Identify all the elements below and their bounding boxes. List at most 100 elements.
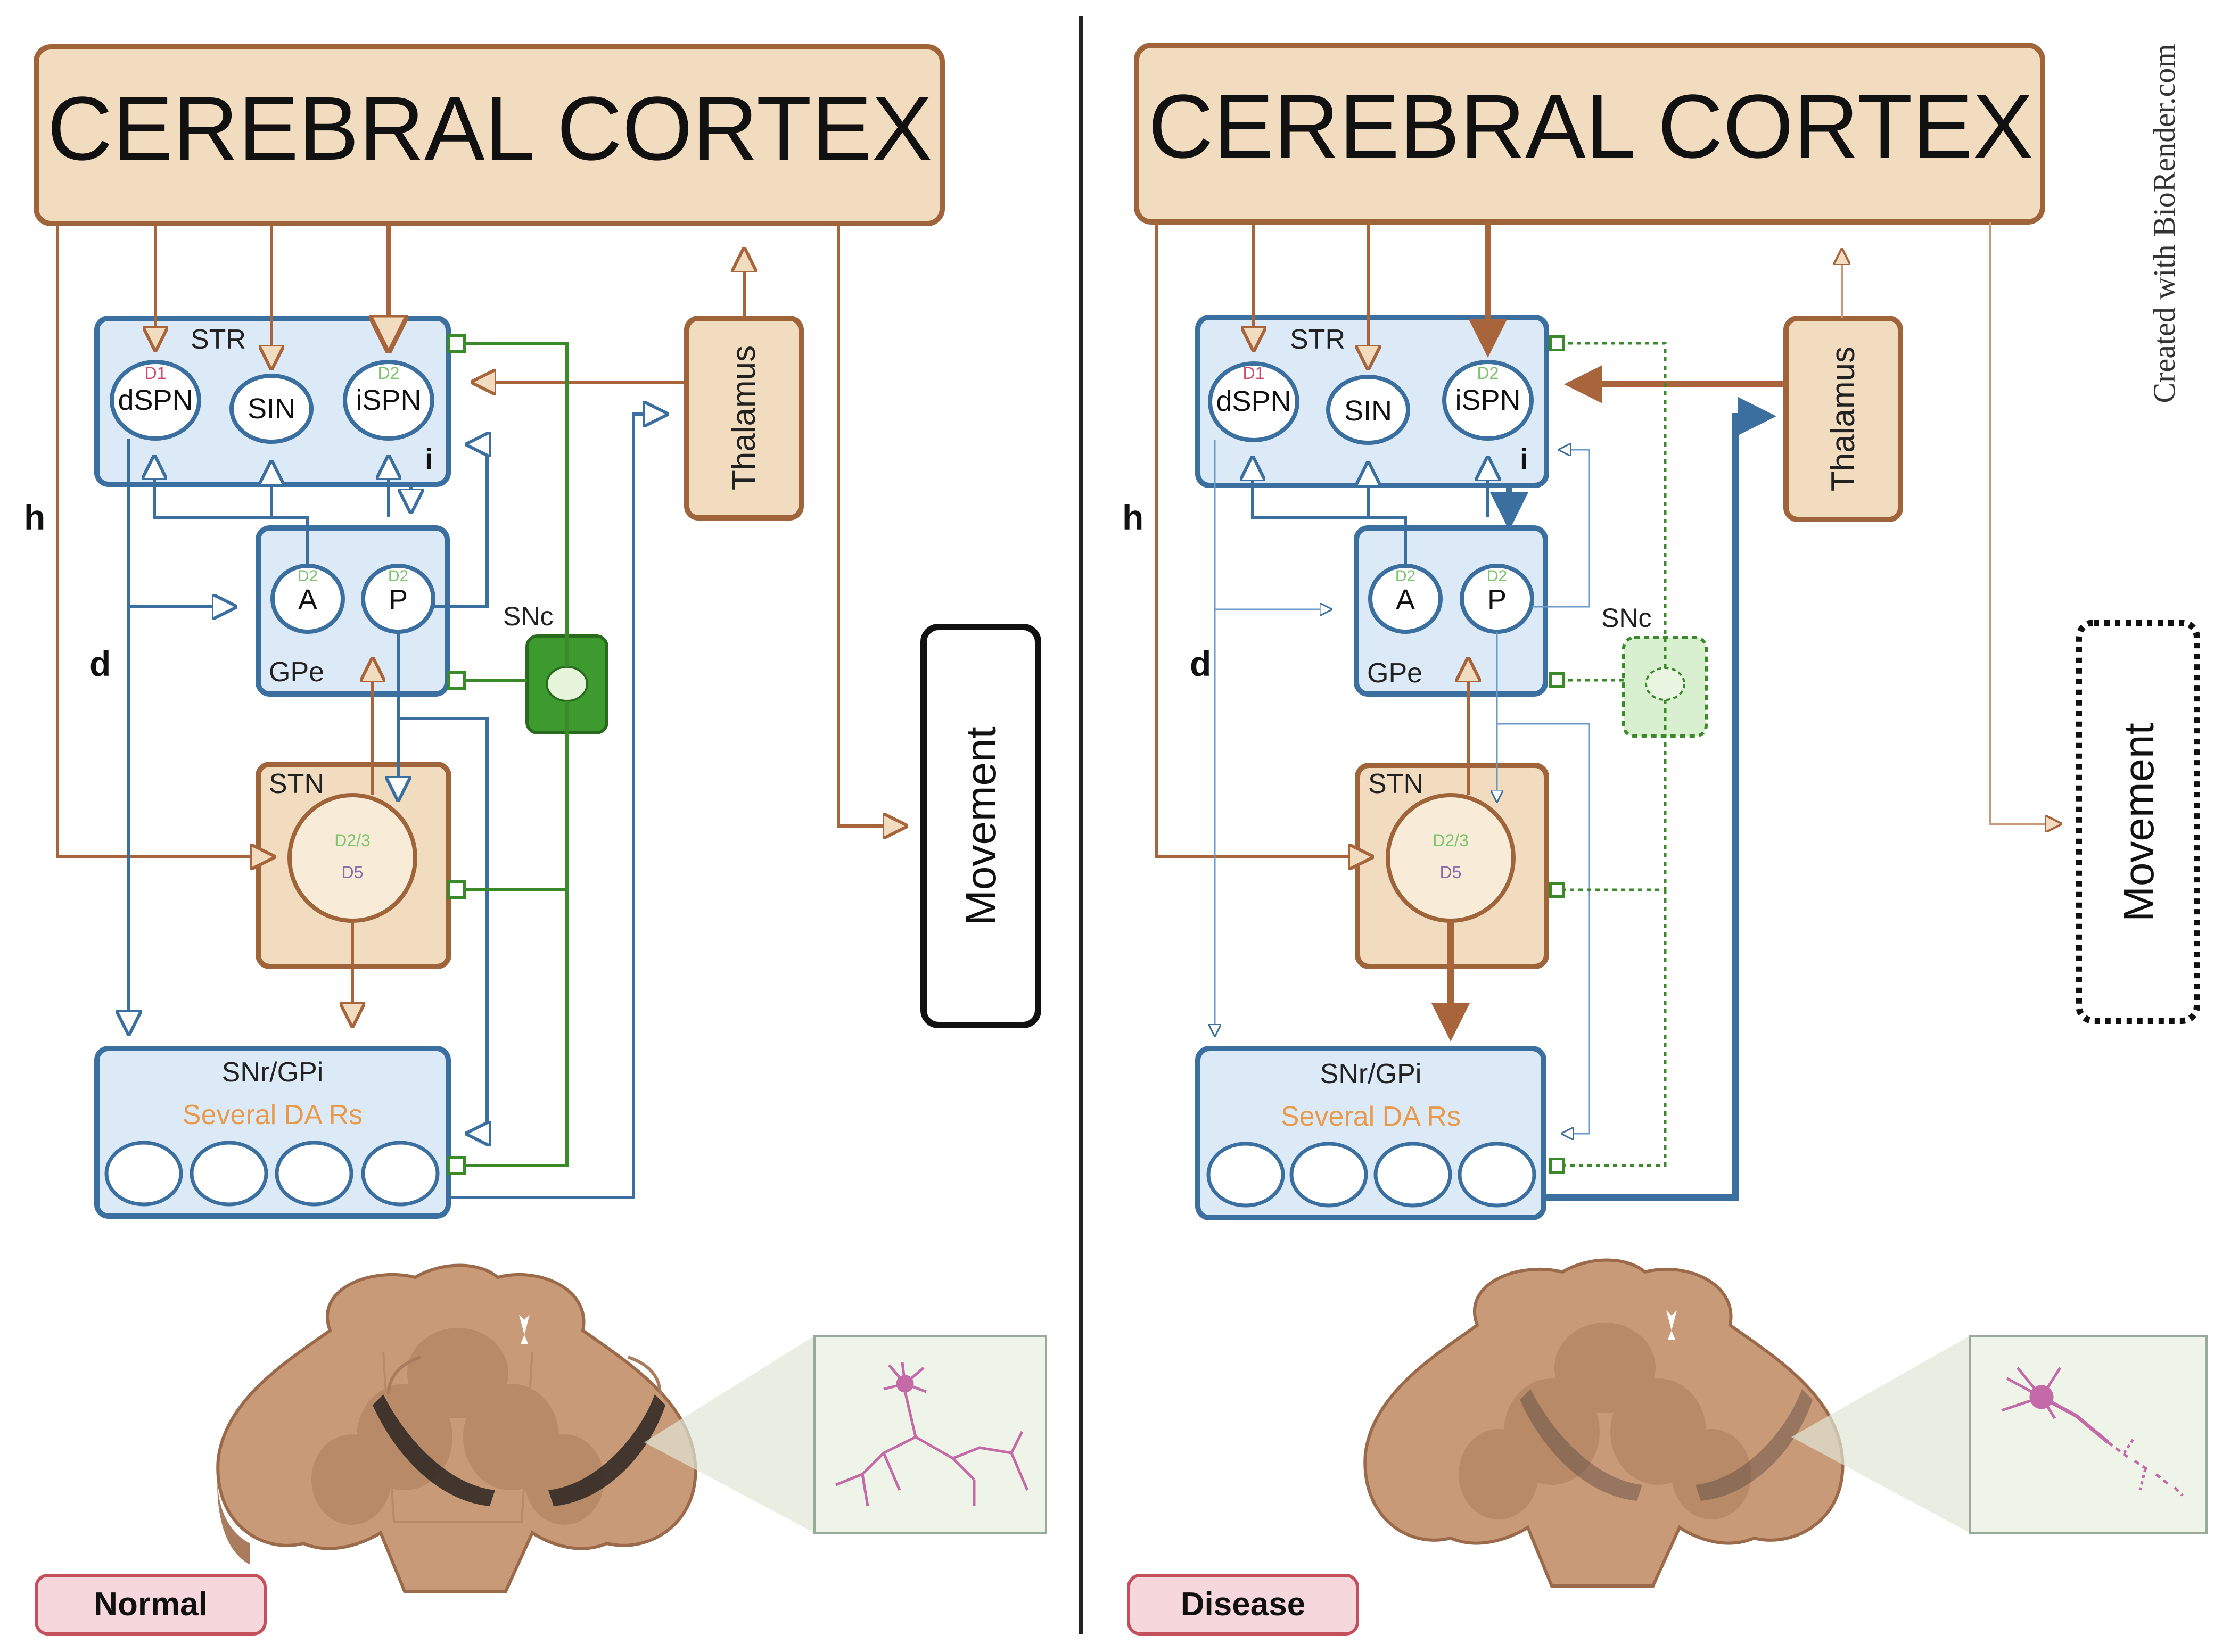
cortex-to-movement xyxy=(1989,222,2060,824)
gpe-a-to-dspn xyxy=(1253,459,1407,566)
cortex-to-movement xyxy=(837,224,905,826)
gpe-to-snr xyxy=(398,717,487,1134)
gpe-p-label: P xyxy=(1487,584,1507,616)
neuron-inset-normal xyxy=(813,1335,1047,1534)
snr-to-thalamus xyxy=(1544,397,1776,1201)
dspn-node xyxy=(1208,361,1299,442)
gpe-title: GPe xyxy=(269,657,324,688)
snc-to-snr xyxy=(1549,890,1667,1174)
label-h: h xyxy=(24,498,45,537)
midline-structure xyxy=(382,1351,533,1523)
peduncle-right xyxy=(524,1434,604,1525)
snc-label: SNc xyxy=(503,601,553,631)
dspn-label: dSPN xyxy=(118,384,193,416)
stn-title: STN xyxy=(1368,769,1423,799)
glutamate-pathways xyxy=(1155,222,2060,1042)
peduncle-left xyxy=(1459,1429,1538,1519)
movement-label: Movement xyxy=(2115,723,2162,921)
state-label-normal: Normal xyxy=(94,1586,208,1623)
midbrain-outline xyxy=(1363,1258,1845,1588)
snc-to-str xyxy=(447,334,569,667)
peduncle-left xyxy=(311,1434,391,1525)
cortex-box xyxy=(1134,43,2045,225)
glutamate-pathways xyxy=(56,224,905,1025)
snc-neuron xyxy=(546,666,588,702)
gaba-pathways xyxy=(1215,397,1776,1201)
label-i: i xyxy=(425,442,433,476)
snr-title: SNr/GPi xyxy=(1320,1059,1422,1089)
stn-title: STN xyxy=(269,769,324,799)
snc-neuron xyxy=(1645,667,1685,701)
da-receptor-3 xyxy=(1373,1142,1452,1208)
healthy-neuron xyxy=(835,1362,1029,1507)
gpe-a-to-dspn xyxy=(154,458,309,566)
gpe-p-receptor: D2 xyxy=(1487,567,1507,585)
da-receptor-1 xyxy=(104,1141,183,1207)
neuron-inset-disease xyxy=(1969,1335,2208,1534)
snc-label: SNc xyxy=(1601,603,1651,633)
cortex-label: CEREBRAL CORTEX xyxy=(47,78,933,179)
snr-to-thalamus xyxy=(448,414,665,1199)
snr-subtitle: Several DA Rs xyxy=(183,1100,363,1130)
ispn-node xyxy=(343,360,434,441)
gpe-p-to-str xyxy=(1532,450,1590,608)
ispn-node xyxy=(1442,360,1534,441)
sin-node xyxy=(229,374,314,444)
stn-receptor-1: D2/3 xyxy=(1433,831,1469,850)
dspn-node xyxy=(110,360,201,441)
dopamine-pathways xyxy=(447,334,569,1175)
dspn-receptor: D1 xyxy=(145,364,167,383)
dspn-receptor: D1 xyxy=(1243,364,1265,383)
hyperdirect-pathway xyxy=(1155,222,1371,857)
stn-receptor-1: D2/3 xyxy=(334,831,371,850)
gpe-a-label: A xyxy=(298,584,317,616)
substantia-nigra-left xyxy=(1520,1389,1642,1501)
movement-label: Movement xyxy=(957,726,1005,925)
da-receptor-4 xyxy=(1458,1142,1536,1208)
aqueduct-icon xyxy=(519,1315,530,1344)
ispn-label: iSPN xyxy=(356,384,421,416)
label-i: i xyxy=(1520,442,1528,476)
midbrain-section-disease xyxy=(1363,1258,1970,1588)
stn-receptor-2: D5 xyxy=(342,863,364,882)
zoom-cone xyxy=(644,1336,814,1533)
panel-disease: CEREBRAL CORTEX Thalamus Movement STR D1… xyxy=(1122,43,2208,1636)
label-d: d xyxy=(1190,644,1211,683)
stn-node xyxy=(1386,793,1516,923)
str-title: STR xyxy=(191,324,246,355)
movement-box xyxy=(920,624,1041,1028)
midbrain-outline xyxy=(216,1263,697,1593)
state-tag-disease xyxy=(1127,1574,1359,1636)
gpe-p-receptor: D2 xyxy=(388,567,408,585)
stn-receptor-2: D5 xyxy=(1440,863,1462,882)
gpe-p-to-str xyxy=(433,444,487,608)
da-receptor-2 xyxy=(1289,1142,1368,1208)
ispn-receptor: D2 xyxy=(1477,364,1499,383)
substantia-nigra-left xyxy=(373,1394,495,1506)
ispn-label: iSPN xyxy=(1455,384,1520,416)
sin-label: SIN xyxy=(1344,395,1392,427)
gpe-title: GPe xyxy=(1367,658,1422,689)
snr-box xyxy=(94,1046,451,1219)
gpe-to-snr xyxy=(1497,723,1590,1134)
da-receptor-3 xyxy=(275,1141,353,1207)
movement-box xyxy=(2076,620,2200,1024)
peduncle-right xyxy=(1672,1429,1751,1519)
sin-node xyxy=(1326,375,1410,445)
snr-subtitle: Several DA Rs xyxy=(1281,1101,1461,1132)
gpe-p-label: P xyxy=(389,584,408,616)
cortex-box xyxy=(34,44,945,226)
da-receptor-1 xyxy=(1206,1142,1285,1208)
panel-normal: CEREBRAL CORTEX Thalamus Movement STR D1… xyxy=(24,44,1047,1636)
stn-node xyxy=(287,793,417,923)
state-tag-normal xyxy=(35,1574,267,1636)
midbrain-edge xyxy=(217,1458,250,1565)
sin-label: SIN xyxy=(248,393,295,425)
substantia-nigra-right xyxy=(548,1394,665,1506)
gpe-a-receptor: D2 xyxy=(298,567,318,585)
da-receptor-4 xyxy=(361,1141,440,1207)
str-title: STR xyxy=(1290,324,1345,355)
cortex-label: CEREBRAL CORTEX xyxy=(1148,76,2034,177)
